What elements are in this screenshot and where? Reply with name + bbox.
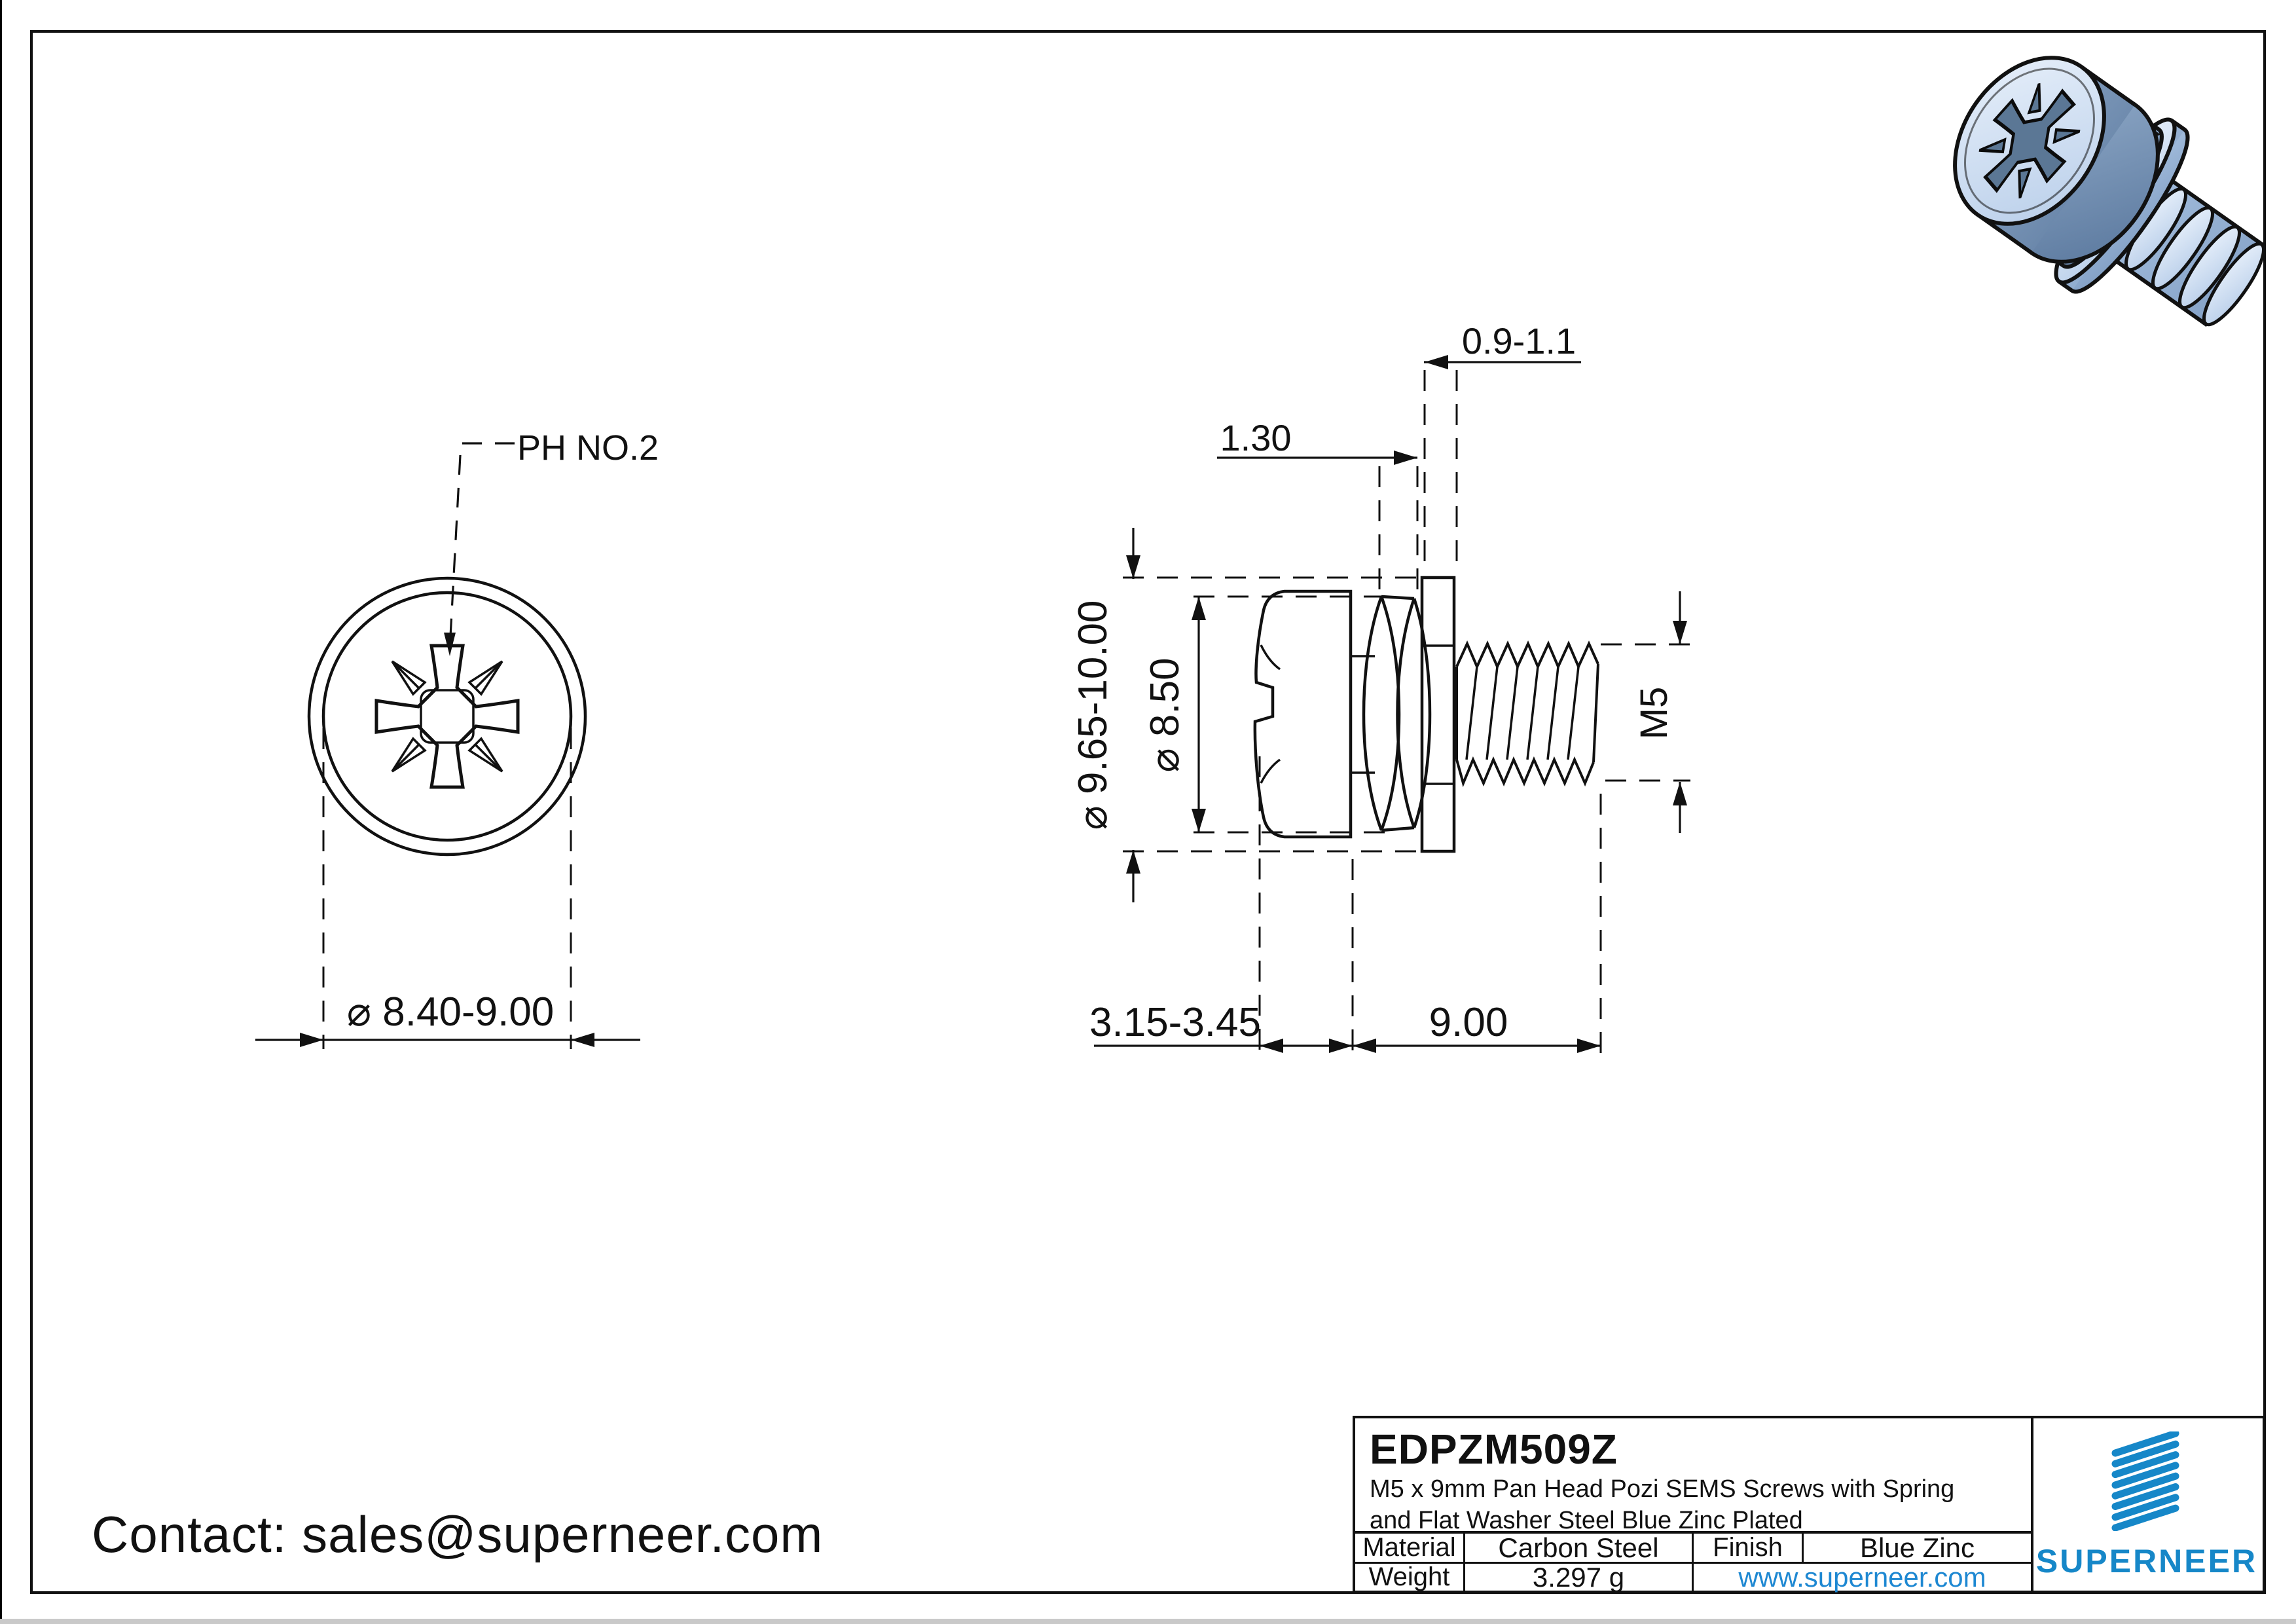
side-dim-arrows <box>1126 355 1687 1053</box>
page-bottom-strip <box>0 1619 2296 1624</box>
title-block-left: EDPZM509Z M5 x 9mm Pan Head Pozi SEMS Sc… <box>1355 1418 2033 1593</box>
finish-value: Blue Zinc <box>1859 1532 1975 1563</box>
spring-washer-od-label: ⌀ 8.50 <box>1142 657 1188 772</box>
brand-wordmark: SUPERNEER <box>2035 1543 2258 1579</box>
drive-note-leader <box>449 442 515 637</box>
side-view <box>1253 576 1599 853</box>
weight-value: 3.297 g <box>1465 1562 1694 1593</box>
material-value: Carbon Steel <box>1465 1532 1694 1563</box>
material-label: Material <box>1355 1533 1465 1562</box>
pan-head-profile <box>1253 589 1353 839</box>
flat-washer-thickness-label: 0.9-1.1 <box>1462 320 1576 361</box>
thread-profile <box>1455 640 1599 788</box>
contact-email: Contact: sales@superneer.com <box>92 1505 824 1563</box>
sheet-frame <box>30 30 2266 1594</box>
flat-washer-od-label: ⌀ 9.65-10.00 <box>1070 600 1116 830</box>
page-edge-line <box>0 0 2 1624</box>
head-height-label: 3.15-3.45 <box>1089 1000 1261 1045</box>
pozi-drive-recess <box>374 644 520 789</box>
leader-arrow <box>444 633 456 656</box>
screw-3d-illustration <box>1953 56 2265 327</box>
part-description: M5 x 9mm Pan Head Pozi SEMS Screws with … <box>1370 1475 1955 1534</box>
pozi-recess-3d <box>1978 83 2081 199</box>
brand-logo-cell: SUPERNEER <box>2031 1418 2263 1591</box>
finish-label: Finish <box>1694 1533 1804 1562</box>
flat-washer-profile <box>1420 576 1456 853</box>
weight-row: Weight 3.297 g www.superneer.com <box>1355 1561 2031 1593</box>
superneer-logo-icon <box>2111 1431 2179 1531</box>
front-view <box>255 442 640 1049</box>
side-extension-lines <box>1123 370 1690 1056</box>
head-diameter-label: ⌀ 8.40-9.00 <box>347 989 555 1035</box>
spring-washer-profile <box>1351 595 1432 832</box>
thread-length-label: 9.00 <box>1429 1000 1508 1045</box>
drive-note-label: PH NO.2 <box>517 428 659 468</box>
washer-outline-circle <box>307 576 587 857</box>
material-row: Material Carbon Steel Finish Blue Zinc <box>1355 1532 2031 1564</box>
thread-spec-label: M5 <box>1633 687 1675 740</box>
front-extension-lines <box>322 728 572 1049</box>
part-number: EDPZM509Z <box>1370 1426 1618 1473</box>
weight-label: Weight <box>1355 1562 1465 1591</box>
title-block: EDPZM509Z M5 x 9mm Pan Head Pozi SEMS Sc… <box>1353 1416 2265 1593</box>
spring-washer-thickness-label: 1.30 <box>1220 417 1292 458</box>
dim-arrow <box>571 1033 594 1047</box>
website-link[interactable]: www.superneer.com <box>1738 1561 1986 1593</box>
dim-arrow <box>300 1033 323 1047</box>
head-outline-circle <box>321 591 573 842</box>
title-block-header: EDPZM509Z M5 x 9mm Pan Head Pozi SEMS Sc… <box>1355 1418 2031 1534</box>
